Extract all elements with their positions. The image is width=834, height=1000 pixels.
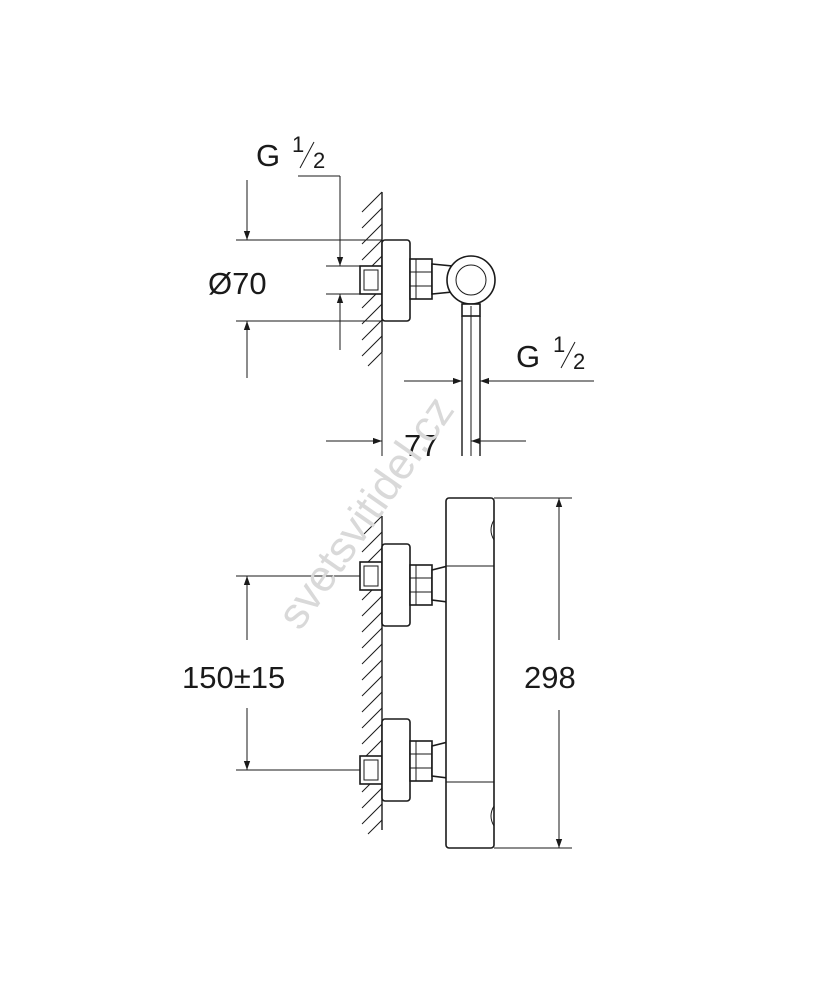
diameter-label: Ø70 <box>208 266 267 301</box>
thread-top-label: G <box>256 138 280 173</box>
depth-label: 77 <box>404 428 438 463</box>
thread-right-numerator: 1 <box>553 332 565 357</box>
spacing-label: 150±15 <box>182 660 285 695</box>
thread-right-denominator: 2 <box>573 349 585 374</box>
front-view <box>236 497 572 849</box>
thread-right-label: G <box>516 339 540 374</box>
thread-top-numerator: 1 <box>292 132 304 157</box>
thread-top-denominator: 2 <box>313 148 325 173</box>
height-label: 298 <box>524 660 576 695</box>
side-view <box>236 175 594 456</box>
